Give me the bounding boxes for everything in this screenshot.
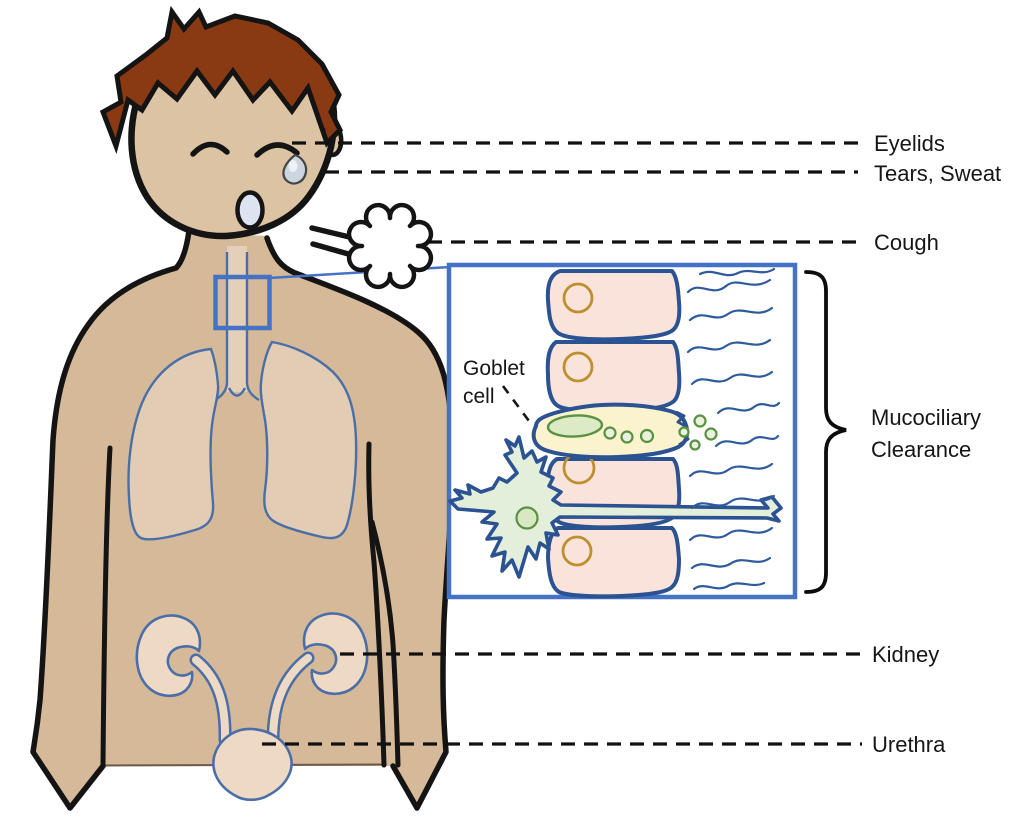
cilium: [692, 581, 766, 591]
epithelial-cell-1: [545, 269, 682, 342]
trachea-carina: [227, 387, 247, 397]
cilium: [690, 556, 772, 570]
left-eye-closed: [190, 141, 230, 157]
label-mucociliary-line1: Mucociliary: [871, 405, 981, 430]
head: [99, 5, 344, 240]
bladder: [212, 727, 293, 802]
granule: [603, 426, 617, 440]
left-arm-inner-line: [100, 445, 113, 768]
right-ureter-fill: [269, 654, 312, 744]
tear-highlight: [288, 160, 298, 172]
nucleus-2: [562, 351, 594, 383]
cilium: [686, 338, 772, 354]
ear-dot: [320, 127, 326, 133]
labels: Eyelids Tears, Sweat Cough Mucociliary C…: [871, 131, 1001, 757]
label-urethra: Urethra: [872, 732, 946, 757]
label-tears-sweat: Tears, Sweat: [874, 161, 1001, 186]
nucleus-4: [561, 535, 593, 567]
dendritic-cell-body: [448, 435, 783, 579]
cilium: [688, 462, 774, 478]
granule: [620, 430, 634, 444]
mucociliary-brace: [804, 270, 847, 594]
granule: [678, 426, 690, 438]
nucleus-1: [562, 282, 594, 314]
trachea-right-line: [245, 252, 260, 402]
cilia: [686, 267, 781, 591]
cough-annotation: [309, 202, 434, 290]
cilium: [686, 278, 772, 294]
mucin-granules-secreted: [678, 414, 718, 451]
cilium: [690, 370, 774, 386]
cilium: [698, 267, 776, 277]
right-eye-closed: [254, 142, 300, 158]
granule: [704, 427, 718, 441]
label-kidney: Kidney: [872, 642, 939, 667]
goblet-label-line2: cell: [463, 385, 495, 408]
granule: [693, 414, 707, 428]
right-arm-inner-line: [366, 441, 387, 768]
body-outline-left: [30, 228, 192, 811]
lungs: [127, 340, 358, 541]
trachea-zoom-rect: [213, 274, 272, 331]
granule: [639, 428, 655, 444]
left-kidney: [135, 614, 202, 698]
right-lung: [259, 340, 358, 540]
left-lung: [127, 347, 220, 541]
cough-cloud: [346, 202, 434, 290]
hair: [99, 5, 344, 155]
dendritic-cell: [448, 435, 783, 579]
person-figure: [30, 5, 456, 811]
mouth: [235, 190, 265, 230]
label-eyelids: Eyelids: [874, 131, 945, 156]
goblet-mucin-vacuole: [546, 414, 604, 438]
right-kidney: [302, 612, 369, 696]
cilium: [714, 434, 780, 448]
cilium: [690, 494, 776, 510]
mucociliary-inset: Goblet cell: [446, 262, 798, 600]
granule: [689, 439, 701, 451]
cell-nuclei: [561, 282, 596, 567]
leader-lines: [262, 141, 862, 746]
goblet-burst-edge: [675, 410, 690, 447]
epithelial-cell-4: [546, 526, 681, 599]
cilium: [716, 401, 781, 415]
right-waist-line: [369, 519, 401, 768]
cilium: [688, 526, 774, 542]
left-ureter-fill: [192, 656, 230, 744]
dendritic-cell-nucleus: [515, 506, 539, 530]
goblet-pointer-line: [501, 385, 531, 422]
trachea-fill: [227, 246, 247, 392]
urinary-system: [135, 612, 369, 802]
goblet-cell: [531, 402, 718, 460]
mucin-granules-inside: [603, 426, 655, 444]
label-cough: Cough: [874, 230, 939, 255]
goblet-label-line1: Goblet: [463, 357, 525, 380]
cilium: [688, 306, 774, 322]
label-mucociliary-line2: Clearance: [871, 437, 971, 462]
